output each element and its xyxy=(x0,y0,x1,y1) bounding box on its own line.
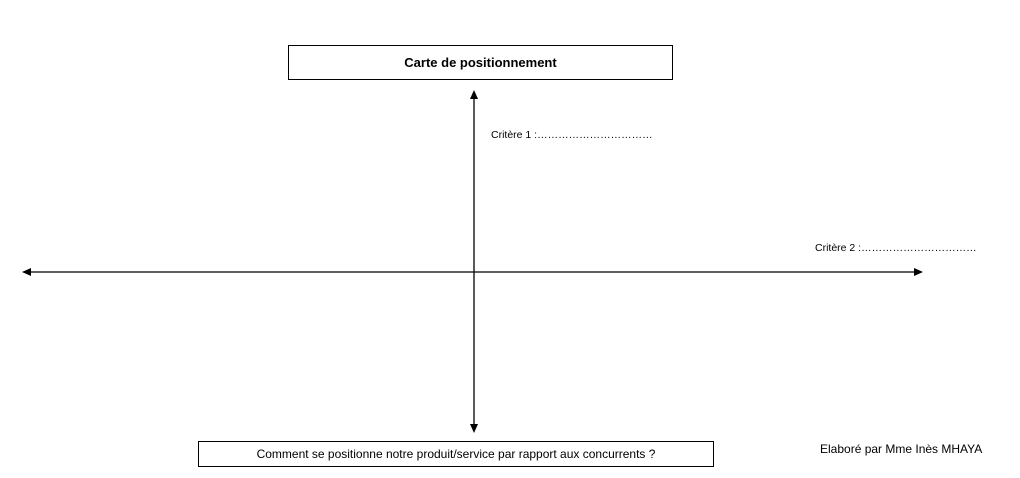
author-credit: Elaboré par Mme Inès MHAYA xyxy=(820,442,983,456)
vertical-axis-arrow-top xyxy=(470,90,478,99)
map-title: Carte de positionnement xyxy=(288,45,673,80)
horizontal-axis-label: Critère 2 :…………………………… xyxy=(815,242,977,254)
horizontal-axis-arrow-left xyxy=(22,268,31,276)
question-box: Comment se positionne notre produit/serv… xyxy=(198,441,714,467)
vertical-axis-arrow-bottom xyxy=(470,424,478,433)
horizontal-axis-arrow-right xyxy=(914,268,923,276)
vertical-axis-label: Critère 1 :…………………………… xyxy=(491,129,653,141)
